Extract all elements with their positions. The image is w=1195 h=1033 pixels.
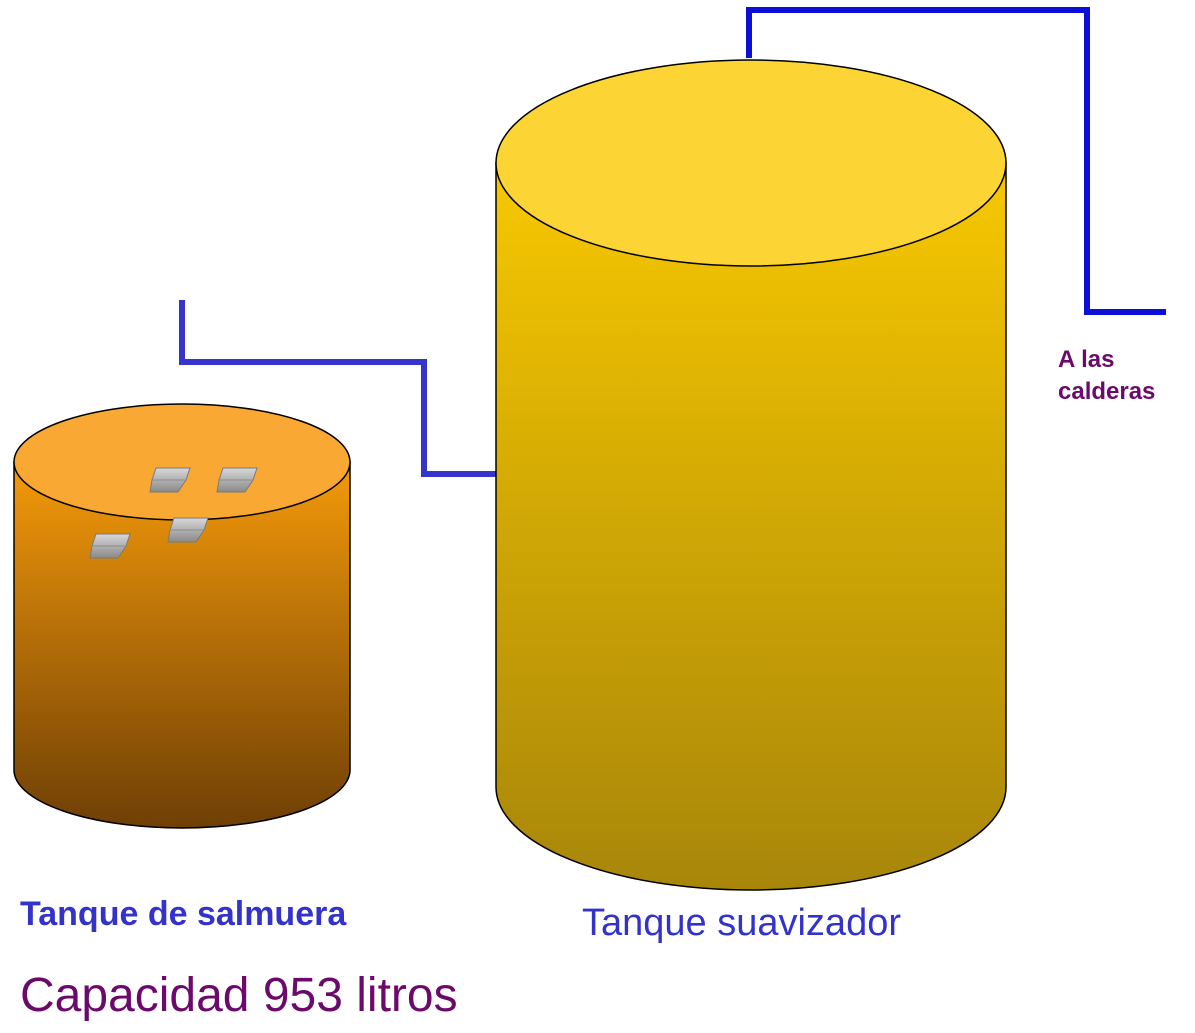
capacity-label: Capacidad 953 litros xyxy=(20,969,458,1022)
to-boilers-label: A las calderas xyxy=(1058,344,1188,408)
to-boilers-label-line1: A las xyxy=(1058,346,1115,373)
softener-tank-label: Tanque suavizador xyxy=(582,902,901,944)
softener-tank xyxy=(495,59,1007,891)
salt-block-icon xyxy=(167,517,209,543)
softener-tank-body xyxy=(495,162,1007,891)
brine-tank-top xyxy=(13,403,351,521)
brine-tank-label: Tanque de salmuera xyxy=(20,895,347,933)
softener-tank-top xyxy=(495,59,1007,267)
salt-block-icon xyxy=(149,467,191,493)
to-boilers-label-line2: calderas xyxy=(1058,378,1156,405)
outlet-pipe-to-boilers xyxy=(746,7,1166,315)
salt-block-icon xyxy=(216,467,258,493)
salt-blocks xyxy=(89,467,258,559)
brine-connection-pipe xyxy=(179,300,496,477)
salt-block-icon xyxy=(89,533,131,559)
